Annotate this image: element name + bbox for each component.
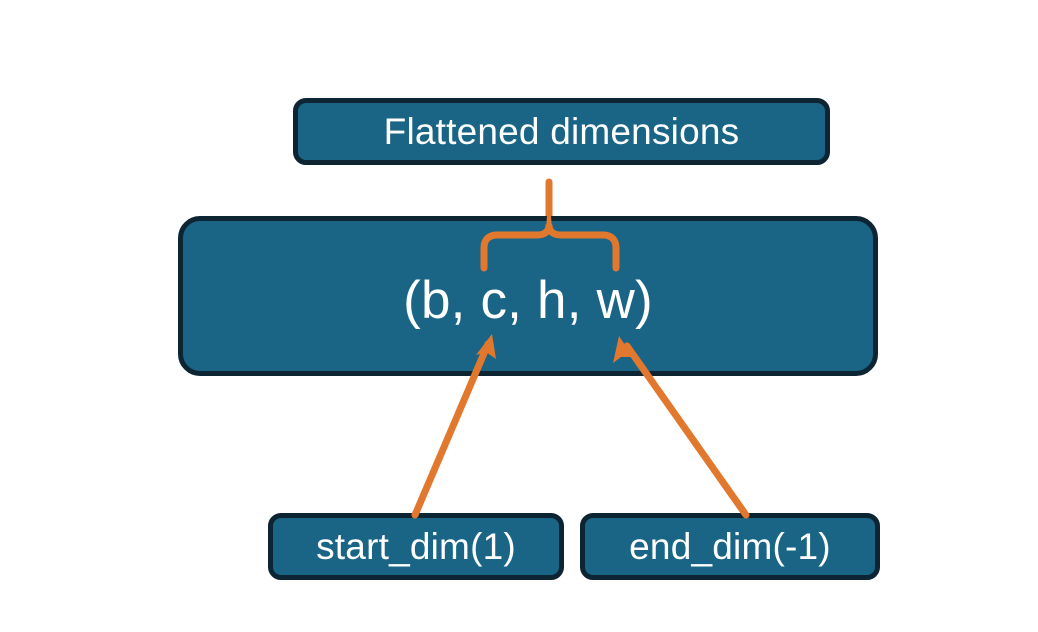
end-dim-box[interactable]: end_dim(-1) (580, 513, 880, 580)
tensor-shape-box[interactable]: (b, c, h, w) (178, 216, 878, 376)
end-dim-label: end_dim(-1) (629, 525, 831, 567)
flattened-dimensions-label: Flattened dimensions (383, 110, 740, 152)
tensor-shape-label: (b, c, h, w) (403, 270, 653, 330)
start-dim-box[interactable]: start_dim(1) (268, 513, 564, 580)
flattened-dimensions-box[interactable]: Flattened dimensions (293, 98, 830, 165)
start-dim-label: start_dim(1) (316, 525, 516, 567)
